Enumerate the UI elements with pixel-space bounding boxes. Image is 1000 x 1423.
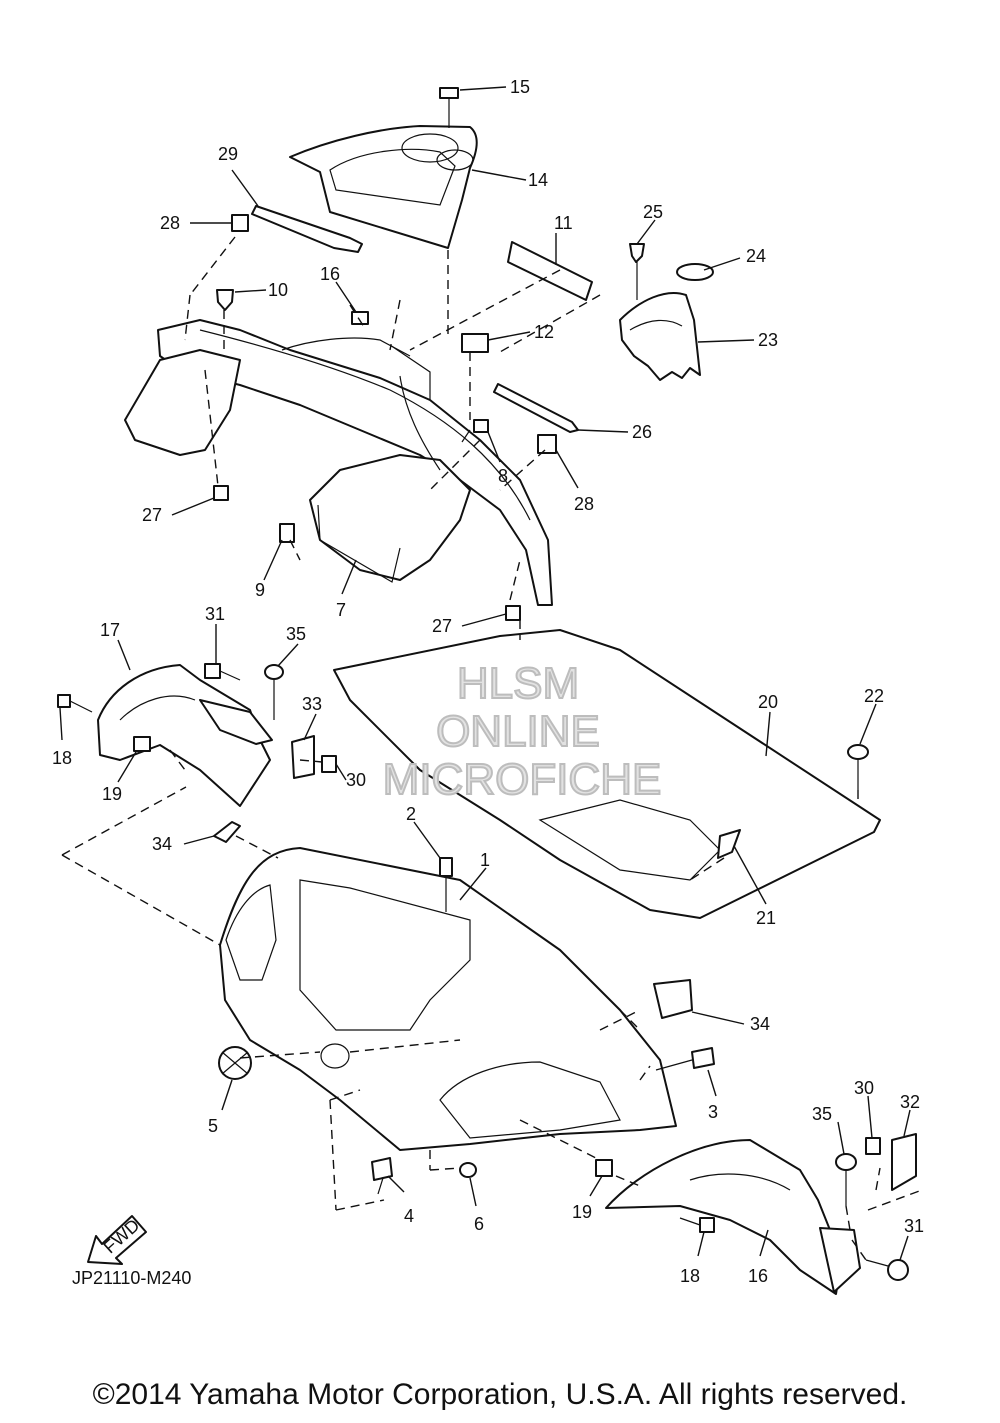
part-28-clip-lower xyxy=(537,434,557,454)
callout-11: 11 xyxy=(554,213,573,233)
part-28-clip-upper xyxy=(231,214,249,232)
callout-18-right: 18 xyxy=(680,1266,700,1286)
callout-2: 2 xyxy=(406,804,416,824)
part-10-fastener xyxy=(216,289,234,311)
callout-14: 15 xyxy=(510,77,530,97)
callout-10: 10 xyxy=(268,280,288,300)
part-35-fastener-left xyxy=(264,664,284,720)
callout-31-left: 31 xyxy=(205,604,225,624)
part-21-fastener xyxy=(717,829,741,859)
callout-15: 16 xyxy=(320,264,340,284)
callout-17: 17 xyxy=(100,620,120,640)
callout-21: 21 xyxy=(756,908,776,928)
callout-24: 24 xyxy=(746,246,766,266)
watermark-line-2: ONLINE xyxy=(436,707,600,756)
callout-32: 32 xyxy=(900,1092,920,1112)
callout-35-right: 35 xyxy=(812,1104,832,1124)
callout-20: 20 xyxy=(758,692,778,712)
callout-19-left: 19 xyxy=(102,784,122,804)
watermark-line-1: HLSM xyxy=(457,659,579,708)
callout-28-upper: 28 xyxy=(160,213,180,233)
copyright-notice: ©2014 Yamaha Motor Corporation, U.S.A. A… xyxy=(92,1378,908,1411)
callout-3: 3 xyxy=(708,1102,718,1122)
part-27-fastener-upper xyxy=(213,485,229,501)
part-16-side-cover-right xyxy=(605,1139,861,1295)
part-32-clip xyxy=(891,1133,917,1191)
upper-deck-panel xyxy=(124,319,553,606)
part-22-fastener xyxy=(847,744,869,790)
callout-9: 9 xyxy=(255,580,265,600)
part-2-stud xyxy=(439,857,453,912)
callout-30-left: 30 xyxy=(346,770,366,790)
part-19-collar-left xyxy=(133,736,151,752)
part-26-strip xyxy=(493,383,579,433)
part-19-collar-right xyxy=(595,1159,613,1177)
part-34-clip-upper xyxy=(213,821,241,843)
part-12-clip xyxy=(461,333,489,353)
part-31-bolt-right xyxy=(865,1259,909,1281)
part-17-side-cover-left xyxy=(97,664,273,807)
callout-1: 1 xyxy=(480,850,490,870)
callout-19-right: 19 xyxy=(572,1202,592,1222)
part-25-fastener xyxy=(629,243,645,300)
callout-34-lower: 34 xyxy=(750,1014,770,1034)
part-18-bolt-right xyxy=(679,1217,715,1233)
callout-23: 23 xyxy=(758,330,778,350)
part-1-front-cover xyxy=(219,847,677,1151)
callout-29: 29 xyxy=(218,144,238,164)
callout-33: 33 xyxy=(302,694,322,714)
part-18-bolt-left xyxy=(57,694,93,713)
callout-34-upper: 34 xyxy=(152,834,172,854)
callout-31-right: 31 xyxy=(904,1216,924,1236)
callout-13: 14 xyxy=(528,170,548,190)
watermark-line-1-outline: HLSM xyxy=(457,659,579,708)
callout-25: 25 xyxy=(643,202,663,222)
callout-30-right: 30 xyxy=(854,1078,874,1098)
callout-35-left: 35 xyxy=(286,624,306,644)
callout-27-lower: 27 xyxy=(432,616,452,636)
part-23-duct-cover xyxy=(619,292,701,381)
callout-28-lower: 28 xyxy=(574,494,594,514)
callout-8: 8 xyxy=(498,466,508,486)
part-24-grommet xyxy=(676,263,714,281)
part-30-clip-right xyxy=(865,1137,881,1155)
callout-7: 7 xyxy=(336,600,346,620)
part-9-clip xyxy=(279,523,295,543)
part-13-storage-tray xyxy=(289,125,478,249)
part-30-clip-left xyxy=(321,755,337,773)
callout-6: 6 xyxy=(474,1214,484,1234)
part-33-clip xyxy=(291,735,315,779)
part-5-grille xyxy=(218,1046,252,1080)
watermark-line-3: MICROFICHE xyxy=(383,755,662,804)
callout-22: 22 xyxy=(864,686,884,706)
callout-16: 16 xyxy=(748,1266,768,1286)
part-3-bolt xyxy=(655,1047,715,1071)
part-29-strip xyxy=(251,205,363,253)
callout-12: 12 xyxy=(534,322,554,342)
watermark-line-2-outline: ONLINE xyxy=(436,707,600,756)
drawing-code: JP21110-M240 xyxy=(72,1268,192,1288)
part-6-washer xyxy=(459,1162,477,1178)
assembly-lines xyxy=(61,236,923,1261)
watermark: HLSM HLSM ONLINE ONLINE MICROFICHE MICRO… xyxy=(382,658,663,805)
callout-27-upper: 27 xyxy=(142,505,162,525)
callouts: 15 14 29 28 11 25 24 10 16 12 23 26 8 28… xyxy=(52,77,924,1286)
callout-26: 26 xyxy=(632,422,652,442)
watermark-line-3-outline: MICROFICHE xyxy=(383,755,662,804)
callout-18-left: 18 xyxy=(52,748,72,768)
part-34-clip-lower xyxy=(653,979,693,1019)
callout-5: 5 xyxy=(208,1116,218,1136)
part-15-clip xyxy=(351,311,369,325)
part-11-label xyxy=(507,241,593,301)
part-35-fastener-right xyxy=(835,1153,857,1206)
part-31-bolt-left xyxy=(204,663,241,681)
fwd-arrow: FWD xyxy=(87,1215,147,1265)
part-4-bolt xyxy=(371,1157,393,1195)
callout-4: 4 xyxy=(404,1206,414,1226)
part-14-screw xyxy=(439,87,459,128)
part-27-fastener-lower xyxy=(505,605,521,621)
